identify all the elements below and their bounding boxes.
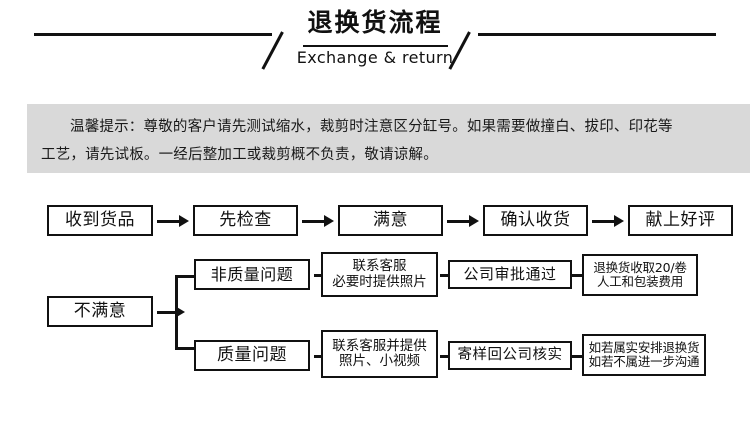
flow-node-label-line1: 联系客服: [352, 258, 407, 275]
flow-node-label-line1: 退换货收取20/卷: [593, 260, 687, 275]
flow-node-label: 确认收货: [500, 209, 571, 230]
flow-node-label: 满意: [373, 209, 408, 230]
notice-banner: 温馨提示：尊敬的客户请先测试缩水，裁剪时注意区分缸号。如果需要做撞白、拔印、印花…: [27, 104, 750, 173]
flow-node-inspect[interactable]: 先检查: [193, 205, 298, 236]
flow-node-label-line1: 联系客服并提供: [332, 337, 427, 354]
flow-node-unsatisfied[interactable]: 不满意: [47, 296, 153, 327]
flow-node-label-line2: 人工和包装费用: [596, 274, 684, 289]
flow-node-contact-service-photo[interactable]: 联系客服 必要时提供照片: [321, 252, 438, 297]
flow-node-label: 献上好评: [645, 209, 716, 230]
flow-arrow-received-to-inspect: [157, 215, 189, 227]
flow-arrow-confirm-to-review: [592, 215, 624, 227]
flow-branch-stub-bottom: [175, 347, 197, 350]
flow-node-label: 收到货品: [65, 209, 135, 230]
flow-node-label: 质量问题: [217, 344, 287, 365]
flow-branch-stub-top: [175, 275, 197, 278]
page-header: 退换货流程 Exchange & return: [0, 0, 750, 96]
flow-node-label: 不满意: [73, 300, 127, 321]
flow-node-satisfied[interactable]: 满意: [338, 205, 443, 236]
notice-line-2: 工艺，请先试板。一经后整加工或裁剪概不负责，敬请谅解。: [41, 147, 438, 163]
header-title-underline: [303, 45, 448, 47]
flow-node-label-line2: 照片、小视频: [339, 353, 420, 369]
flow-branch-vertical: [175, 275, 178, 350]
flow-arrow-unsatisfied-to-branch: [157, 306, 185, 318]
flow-node-label-line2: 如若不属进一步沟通: [588, 354, 700, 369]
flow-node-label: 公司审批通过: [463, 265, 557, 284]
notice-line-1: 温馨提示：尊敬的客户请先测试缩水，裁剪时注意区分缸号。如果需要做撞白、拔印、印花…: [70, 119, 673, 135]
flow-node-label: 非质量问题: [210, 264, 294, 284]
flow-node-received[interactable]: 收到货品: [47, 205, 153, 236]
flow-arrow-satisfied-to-confirm: [447, 215, 479, 227]
flow-node-confirm-receipt[interactable]: 确认收货: [483, 205, 588, 236]
flow-node-good-review[interactable]: 献上好评: [628, 205, 733, 236]
flow-node-contact-service-media[interactable]: 联系客服并提供 照片、小视频: [321, 330, 438, 378]
flow-node-label-line1: 如若属实安排退换货: [588, 340, 700, 355]
page-subtitle: Exchange & return: [296, 48, 454, 67]
flow-node-label: 寄样回公司核实: [457, 347, 563, 364]
flow-node-send-sample[interactable]: 寄样回公司核实: [448, 341, 572, 370]
header-rule-left: [34, 33, 272, 36]
flow-node-quality-issue[interactable]: 质量问题: [194, 340, 310, 371]
flow-node-label-line2: 必要时提供照片: [332, 273, 427, 290]
header-rule-right: [478, 33, 716, 36]
flow-node-verify-result[interactable]: 如若属实安排退换货 如若不属进一步沟通: [582, 334, 706, 376]
flow-node-non-quality-issue[interactable]: 非质量问题: [194, 259, 310, 290]
flow-node-fee-note[interactable]: 退换货收取20/卷 人工和包装费用: [582, 254, 698, 296]
flow-node-company-approval[interactable]: 公司审批通过: [448, 260, 572, 289]
flow-node-label: 先检查: [219, 209, 272, 230]
page-title: 退换货流程: [307, 8, 443, 37]
flow-arrow-inspect-to-satisfied: [302, 215, 334, 227]
